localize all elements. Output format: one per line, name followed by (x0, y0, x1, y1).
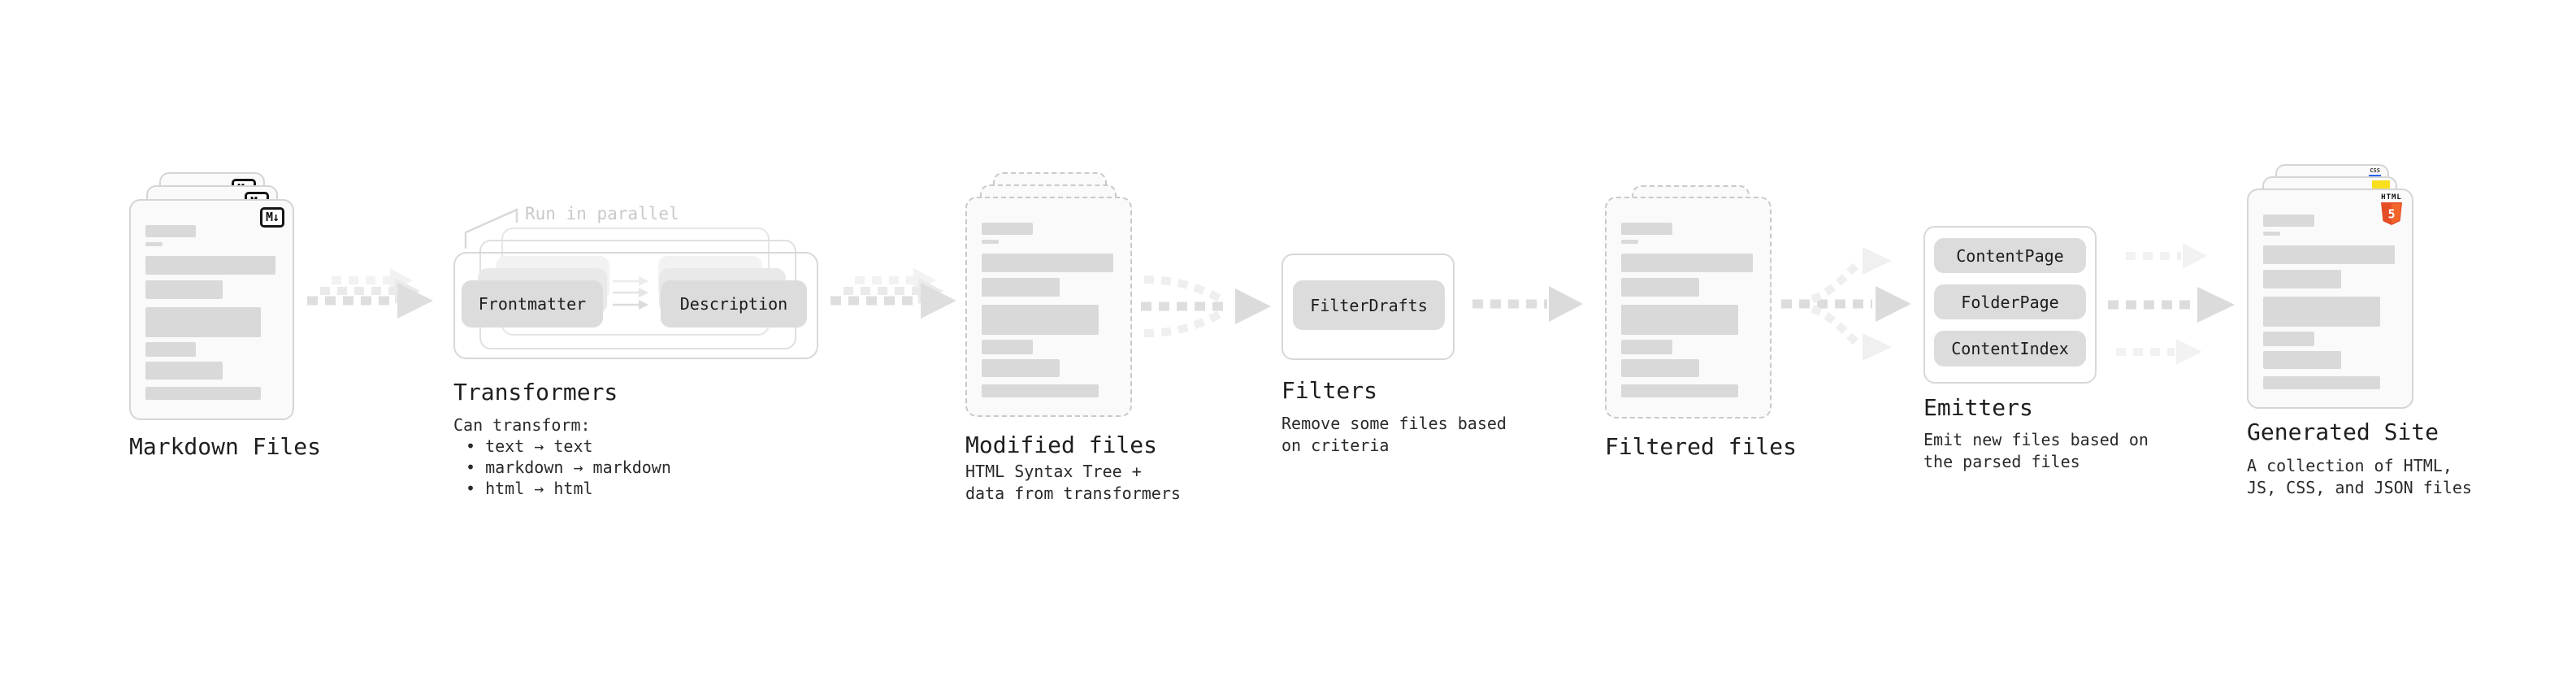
js-icon (2372, 180, 2390, 189)
arrow-markdown-to-transformers (307, 268, 433, 319)
stage-description-line: on criteria (1281, 436, 1390, 455)
filterdrafts-pill: FilterDrafts (1293, 280, 1445, 330)
stage-description-line: Can transform: (453, 415, 591, 435)
stage-description-line: • text → text (466, 436, 593, 456)
stage-description-line: Remove some files based (1281, 414, 1507, 433)
stage-description-line: data from transformers (965, 484, 1181, 503)
stage-label: Modified files (965, 432, 1158, 458)
file-content-bars (2263, 215, 2397, 389)
arrow-transformers-to-modified (830, 268, 956, 319)
transformers-box-front (453, 252, 818, 359)
stage-label: Generated Site (2247, 419, 2439, 445)
stage-label: Filters (1281, 377, 1378, 404)
css-icon: CSS (2369, 168, 2381, 177)
filtered-file-card-front (1605, 197, 1772, 419)
svg-text:5: 5 (2387, 207, 2395, 222)
file-content-bars (982, 223, 1116, 397)
stage-label: Filtered files (1605, 433, 1798, 460)
run-in-parallel-note: Run in parallel (525, 204, 679, 223)
file-content-bars (145, 225, 278, 400)
frontmatter-pill: Frontmatter (462, 280, 603, 327)
markdown-file-card-front: M↓ (129, 199, 294, 420)
arrow-filters-to-filtered (1472, 286, 1583, 322)
stage-description-line: A collection of HTML, (2247, 456, 2452, 475)
contentpage-pill: ContentPage (1934, 238, 2086, 273)
description-pill: Description (661, 280, 807, 327)
stage-description-line: the parsed files (1923, 452, 2080, 471)
generated-file-card-html: HTML 5 (2247, 189, 2413, 409)
html5-icon: HTML 5 (2380, 194, 2403, 228)
arrow-modified-to-filters-merge (1141, 275, 1271, 337)
stage-label: Transformers (453, 379, 618, 406)
contentindex-pill: ContentIndex (1934, 331, 2086, 367)
stage-label: Markdown Files (129, 433, 322, 460)
file-content-bars (1621, 223, 1755, 397)
transformer-parallel-arrows (613, 276, 648, 310)
stage-label: Emitters (1923, 394, 2033, 421)
stage-description-line: • html → html (466, 479, 593, 498)
html5-icon-word: HTML (2381, 193, 2402, 202)
arrow-filtered-to-emitters-fanout (1781, 247, 1911, 361)
markdown-icon: M↓ (259, 207, 284, 228)
modified-file-card-front (965, 197, 1132, 417)
folderpage-pill: FolderPage (1934, 284, 2086, 319)
run-in-parallel-callout-line (464, 208, 518, 249)
arrow-emitters-to-generated (2108, 243, 2235, 365)
stage-description-line: Emit new files based on (1923, 430, 2149, 449)
stage-description-line: JS, CSS, and JSON files (2247, 478, 2472, 497)
stage-description-line: • markdown → markdown (466, 458, 671, 477)
html5-shield: 5 (2381, 202, 2402, 225)
stage-description-line: HTML Syntax Tree + (965, 462, 1142, 481)
